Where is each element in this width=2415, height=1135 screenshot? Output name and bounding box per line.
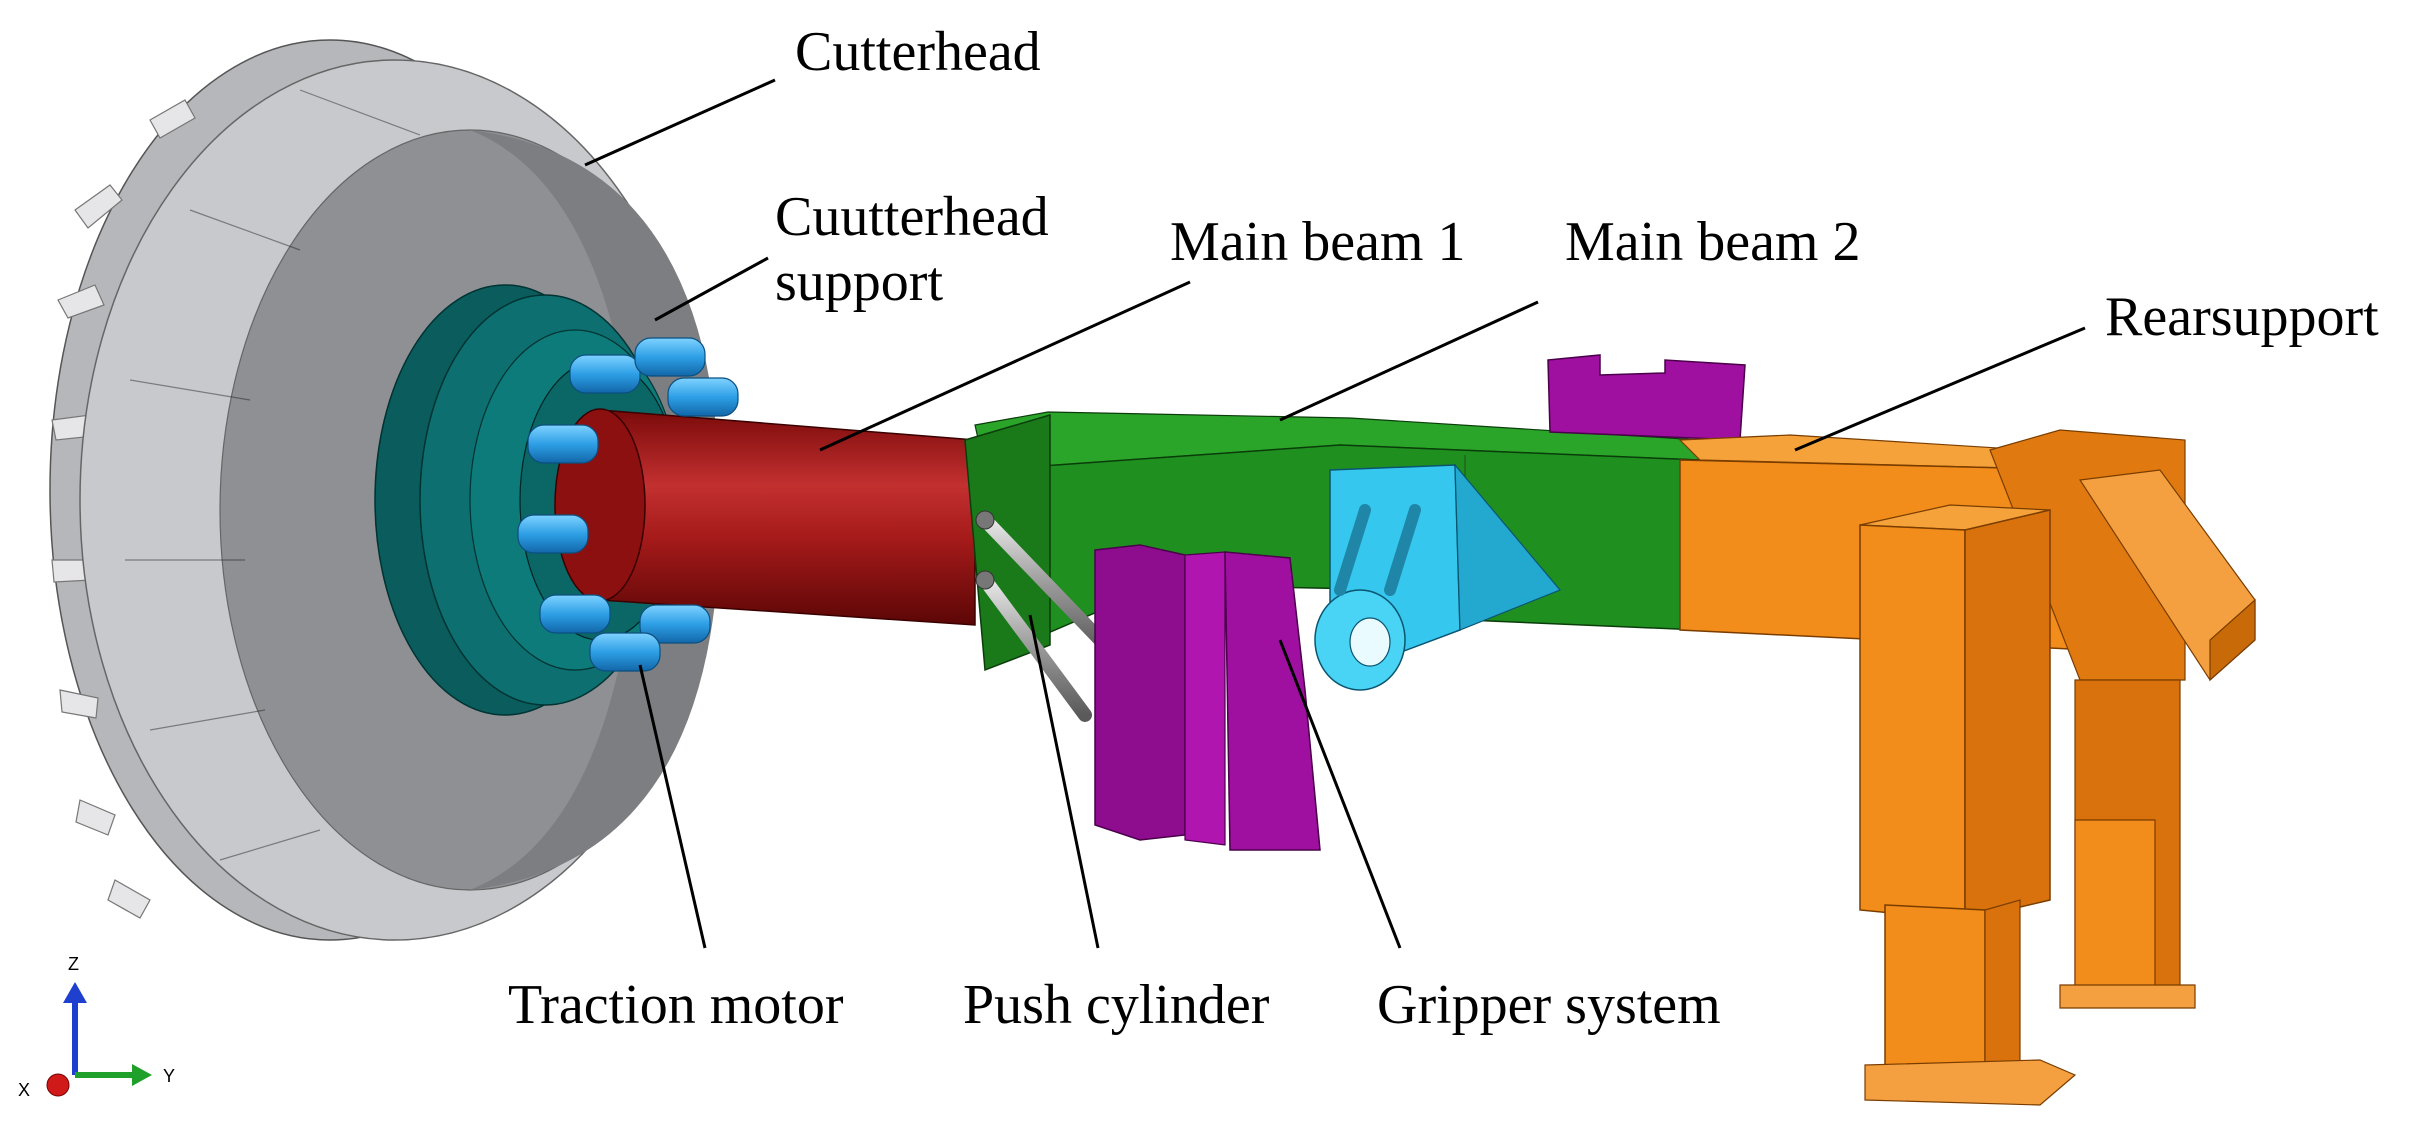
- axis-label-x: X: [18, 1080, 30, 1100]
- axis-triad: Z Y X: [18, 954, 175, 1100]
- leader-rear-support: [1794, 326, 2086, 452]
- label-main-beam-2: Main beam 2: [1565, 211, 1860, 273]
- axis-label-z: Z: [68, 954, 79, 974]
- label-cutterhead: Cutterhead: [795, 21, 1041, 83]
- leader-gripper-system: [1278, 639, 1402, 949]
- label-cutterhead-support-line2: support: [775, 251, 943, 313]
- main-beam-1: [554, 408, 976, 626]
- leader-cutterhead: [584, 78, 776, 167]
- cutterhead-teeth: [51, 99, 196, 919]
- label-traction-motor: Traction motor: [508, 974, 844, 1036]
- leader-traction-motor: [638, 664, 707, 949]
- label-push-cylinder: Push cylinder: [963, 974, 1270, 1036]
- leader-lines: [584, 78, 2086, 949]
- leader-main-beam-2: [1279, 300, 1539, 422]
- leader-cutterhead-support: [654, 256, 769, 322]
- label-cutterhead-support-line1: Cuutterhead: [775, 186, 1049, 248]
- gripper-system: [1094, 354, 1746, 851]
- push-cylinder: [975, 510, 1117, 722]
- traction-motor-bolts: [517, 337, 739, 672]
- label-rear-support: Rearsupport: [2105, 286, 2379, 348]
- label-gripper-system: Gripper system: [1377, 974, 1721, 1036]
- leader-main-beam-1: [819, 280, 1191, 452]
- axis-label-y: Y: [163, 1066, 175, 1086]
- rear-support: [1678, 429, 2256, 1106]
- label-main-beam-1: Main beam 1: [1170, 211, 1465, 273]
- leader-push-cylinder: [1028, 614, 1100, 949]
